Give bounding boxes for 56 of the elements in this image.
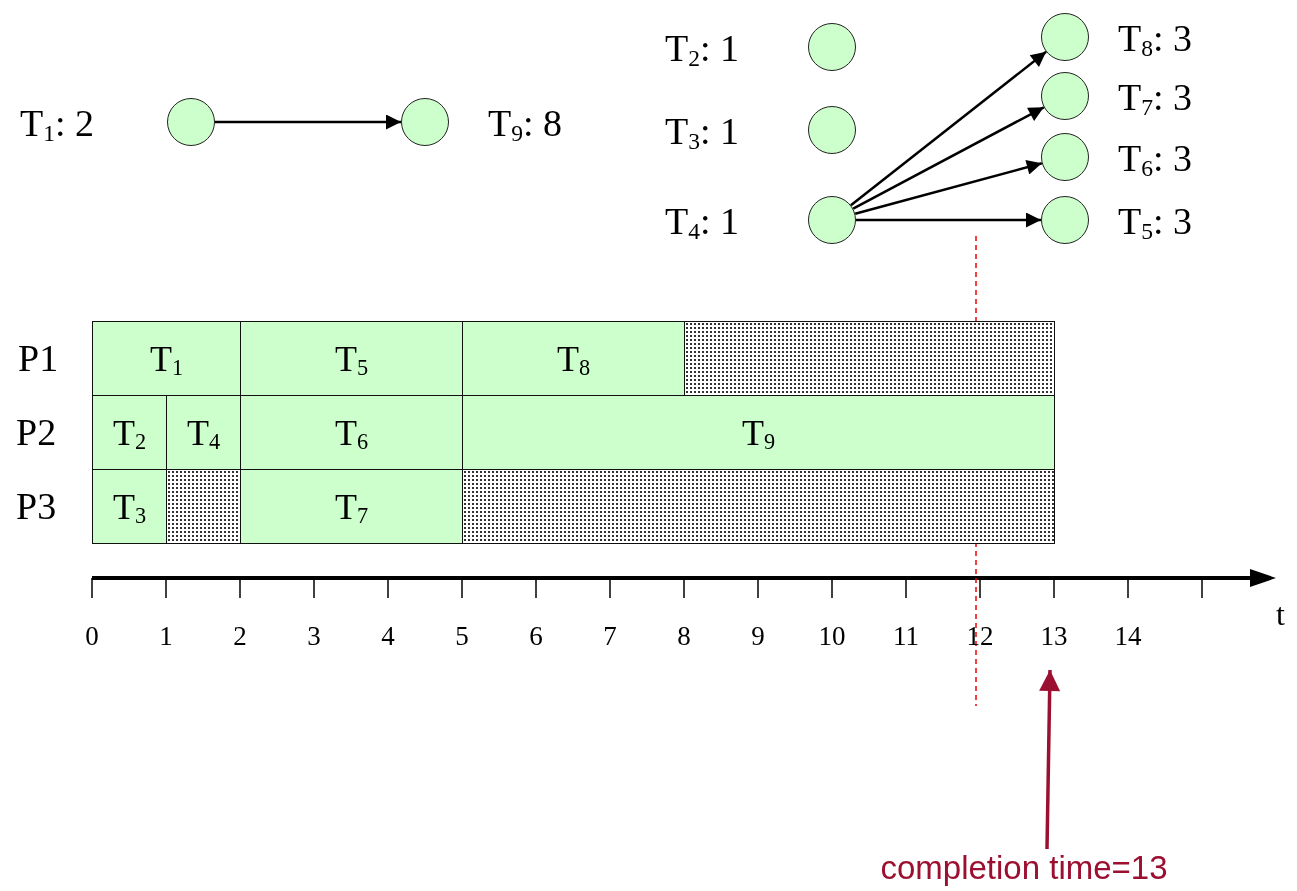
tick-label: 5: [455, 623, 469, 650]
task-label: T$_{8}$: 3: [1118, 19, 1193, 57]
task-circle: [808, 106, 856, 154]
processor-label: P1: [18, 339, 59, 377]
arrow: [852, 106, 1045, 210]
task-circle: [1041, 196, 1089, 244]
task-bar: T$_{7}$: [240, 469, 463, 544]
tick-label: 4: [381, 623, 395, 650]
task-bar: T$_{5}$: [240, 321, 463, 396]
task-label: T$_{6}$: 3: [1118, 139, 1193, 177]
task-circle: [167, 98, 215, 146]
idle-block: [684, 321, 1055, 396]
task-bar: T$_{3}$: [92, 469, 167, 544]
tick-label: 1: [159, 623, 173, 650]
task-bar: T$_{1}$: [92, 321, 241, 396]
task-bar: T$_{9}$: [462, 395, 1055, 470]
arrow: [850, 50, 1047, 207]
task-circle: [401, 98, 449, 146]
task-bar: T$_{2}$: [92, 395, 167, 470]
task-bar: T$_{4}$: [166, 395, 241, 470]
tick-label: 2: [233, 623, 247, 650]
task-label: T$_{1}$: 2: [20, 104, 95, 142]
tick-label: 10: [818, 623, 846, 650]
tick-label: 11: [893, 623, 919, 650]
pointer-arrow: [1039, 669, 1061, 850]
processor-label: P2: [16, 413, 57, 451]
task-circle: [1041, 133, 1089, 181]
arrow: [854, 159, 1043, 215]
tick-label: 3: [307, 623, 321, 650]
idle-block: [166, 469, 241, 544]
tick-label: 7: [603, 623, 617, 650]
idle-block: [462, 469, 1055, 544]
tick-label: 0: [85, 623, 99, 650]
task-label: T$_{4}$: 1: [665, 202, 740, 240]
task-bar: T$_{6}$: [240, 395, 463, 470]
arrow: [215, 114, 401, 130]
task-label: T$_{9}$: 8: [488, 104, 563, 142]
tick-label: 6: [529, 623, 543, 650]
task-label: T$_{3}$: 1: [665, 112, 740, 150]
tick-label: 14: [1114, 623, 1142, 650]
axis-label: t: [1276, 598, 1285, 630]
annotation-text: completion time=13: [873, 849, 1175, 887]
arrow: [856, 212, 1041, 228]
task-label: T$_{5}$: 3: [1118, 202, 1193, 240]
processor-label: P3: [16, 487, 57, 525]
task-circle: [808, 23, 856, 71]
task-circle: [1041, 72, 1089, 120]
task-circle: [1041, 13, 1089, 61]
tick-label: 13: [1040, 623, 1068, 650]
task-circle: [808, 196, 856, 244]
task-label: T$_{7}$: 3: [1118, 78, 1193, 116]
task-bar: T$_{8}$: [462, 321, 685, 396]
tick-label: 8: [677, 623, 691, 650]
task-label: T$_{2}$: 1: [665, 29, 740, 67]
tick-label: 9: [751, 623, 765, 650]
tick-label: 12: [966, 623, 994, 650]
